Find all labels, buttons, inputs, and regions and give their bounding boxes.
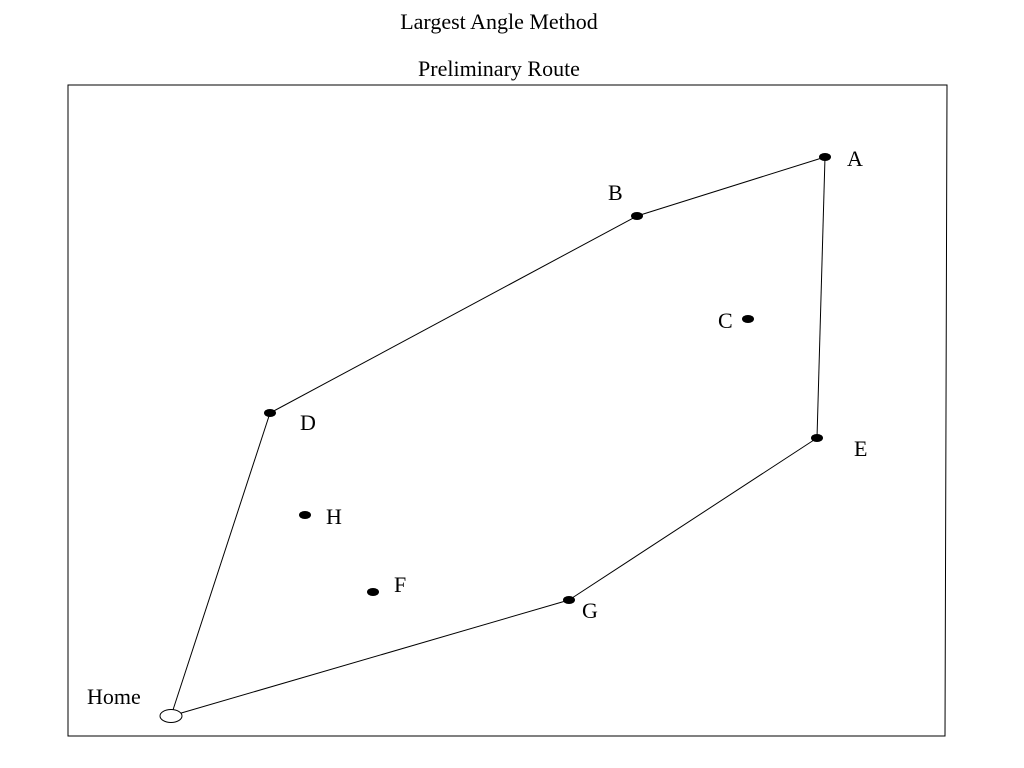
node-b <box>631 212 643 220</box>
node-labels: A B C D E F G H Home <box>87 146 867 709</box>
route-edge-e-g <box>568 437 818 601</box>
label-b: B <box>608 180 623 205</box>
node-f <box>367 588 379 596</box>
node-d <box>264 409 276 417</box>
label-home: Home <box>87 684 141 709</box>
label-c: C <box>718 308 733 333</box>
route-edge-b-a <box>636 156 826 217</box>
diagram-title: Largest Angle Method <box>400 9 598 34</box>
label-e: E <box>854 436 867 461</box>
diagram-subtitle: Preliminary Route <box>418 56 580 81</box>
node-home <box>159 709 183 723</box>
node-g <box>563 596 575 604</box>
label-g: G <box>582 598 598 623</box>
node-c <box>742 315 754 323</box>
route-edge-d-b <box>269 215 638 414</box>
node-e <box>811 434 823 442</box>
route-edge-home-d <box>170 412 271 717</box>
label-d: D <box>300 410 316 435</box>
route-edge-g-home <box>170 599 570 717</box>
route-path <box>170 156 826 717</box>
node-h <box>299 511 311 519</box>
label-a: A <box>847 146 863 171</box>
route-edge-a-e <box>816 156 826 439</box>
label-h: H <box>326 504 342 529</box>
route-nodes <box>159 153 831 723</box>
plot-frame <box>67 84 948 737</box>
label-f: F <box>394 572 406 597</box>
node-a <box>819 153 831 161</box>
